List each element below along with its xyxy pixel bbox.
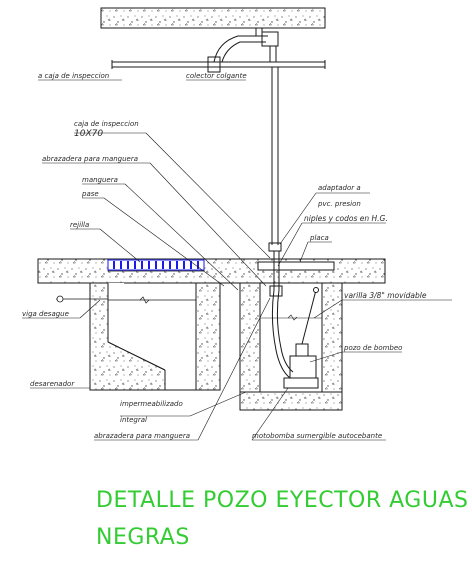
annotation-labels: a caja de inspeccion colector colgante c… [22,72,427,440]
label-motobomba: motobomba sumergible autocebante [252,432,382,440]
label-viga: viga desague [22,310,69,318]
label-pvc: pvc. presion [317,200,361,208]
label-varilla: varilla 3/8" movidable [344,291,427,300]
pozo-bombeo [239,282,343,411]
label-pase: pase [81,190,99,198]
desarenador-chamber [56,282,221,391]
label-caja-inspeccion: caja de inspeccion [74,120,139,128]
leader-lines [22,79,452,441]
label-pozo: pozo de bombeo [343,344,402,352]
label-abrazadera-bottom: abrazadera para manguera [94,432,190,440]
manguera-hose [269,251,294,379]
label-placa: placa [309,234,329,242]
label-abrazadera-top: abrazadera para manguera [42,155,138,163]
title-line-1: DETALLE POZO EYECTOR AGUAS [96,488,468,513]
label-caja-inspeccion-top: a caja de inspeccion [38,72,109,80]
label-adaptador: adaptador a [318,184,361,192]
title-line-2: NEGRAS [96,525,190,550]
label-desarenador: desarenador [30,380,75,388]
label-manguera: manguera [82,176,118,184]
label-rejilla: rejilla [70,221,89,229]
label-impermeabilizado: impermeabilizado [120,400,183,408]
label-niples: niples y codos en H.G. [304,214,388,223]
top-slab [100,7,326,29]
pvc-pipe [268,67,282,252]
collector-pipe [111,28,326,73]
label-colector: colector colgante [186,72,247,80]
label-dimension: 10X70 [74,129,103,139]
motobomba-pump [283,287,319,389]
label-integral: integral [120,416,147,424]
rejilla-grating [107,259,205,271]
placa-cover [257,261,335,271]
